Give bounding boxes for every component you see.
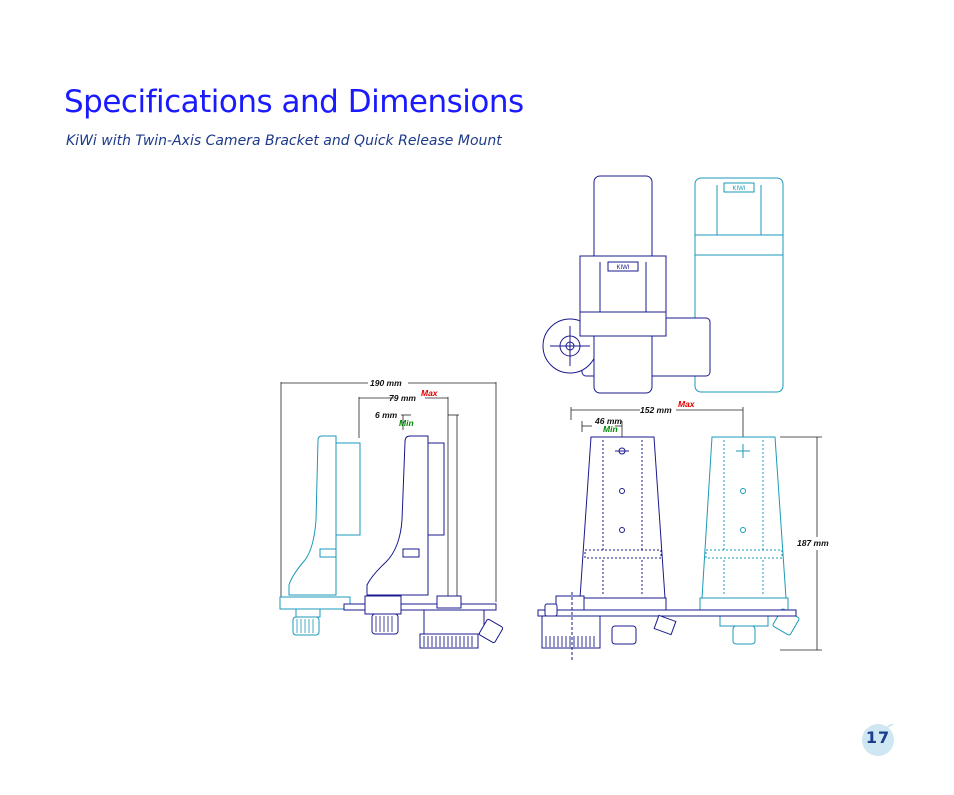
dim-side-total: 190 mm <box>370 378 402 388</box>
dim-front-total: 152 mm <box>640 405 672 415</box>
dim-side-mid: 79 mm <box>389 393 416 403</box>
page-badge-icon <box>862 724 894 756</box>
dim-front-min-label: Min <box>603 424 618 434</box>
page-title: Specifications and Dimensions <box>64 84 524 120</box>
front-view-diagram: 152 mm Max 46 mm Min 187 mm <box>537 399 829 660</box>
page-number: 17 <box>865 728 891 747</box>
svg-text:KIWI: KIWI <box>617 265 630 271</box>
page-subtitle: KiWi with Twin-Axis Camera Bracket and Q… <box>66 133 502 149</box>
dim-front-small: 46 mm <box>594 416 622 426</box>
top-view-diagram: KIWI KIWI <box>542 175 784 394</box>
dim-front-max-label: Max <box>678 399 696 409</box>
side-view-diagram: 190 mm 79 mm Max 6 mm Min <box>279 378 504 649</box>
dim-side-min-label: Min <box>399 418 414 428</box>
dim-side-max-label: Max <box>421 388 439 398</box>
dim-height: 187 mm <box>797 538 829 548</box>
svg-text:KIWI: KIWI <box>733 186 746 192</box>
dim-side-small: 6 mm <box>375 410 398 420</box>
